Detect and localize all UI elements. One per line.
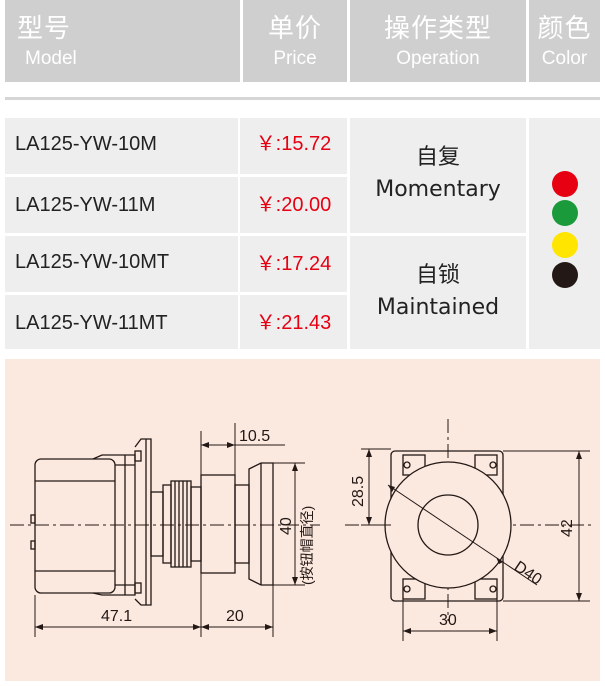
color-swatch-black	[552, 262, 578, 288]
dim-label-30: 30	[439, 612, 457, 629]
model-cell-2: LA125-YW-11M	[5, 177, 238, 233]
model-cell-4: LA125-YW-11MT	[5, 295, 238, 349]
header-price-en: Price	[273, 48, 317, 69]
header-color: 颜色 Color	[529, 0, 600, 82]
dim-label-10-5: 10.5	[239, 428, 270, 445]
dim-label-40: 40	[278, 517, 295, 535]
operation-momentary: 自复 Momentary	[350, 118, 526, 233]
color-swatch-yellow	[552, 232, 578, 258]
header-model: 型号 Model	[5, 0, 240, 82]
model-cell-1: LA125-YW-10M	[5, 118, 238, 174]
color-swatch-red	[552, 171, 578, 197]
header-operation-en: Operation	[396, 48, 480, 69]
header-color-cn: 颜色	[537, 14, 592, 44]
price-cell-1: ￥:15.72	[240, 118, 347, 174]
dim-label-28-5: 28.5	[350, 476, 367, 507]
color-swatch-green	[552, 200, 578, 226]
price-cell-3: ￥:17.24	[240, 236, 347, 292]
dim-label-47-1: 47.1	[101, 608, 132, 625]
header-color-en: Color	[541, 48, 588, 69]
dim-label-D40: D40	[511, 558, 545, 589]
operation-maintained: 自锁 Maintained	[350, 236, 526, 349]
dim-label-note: (按钮帽直径)	[299, 506, 315, 585]
header-price-cn: 单价	[267, 14, 322, 44]
header-price: 单价 Price	[243, 0, 347, 82]
operation-maintained-en: Maintained	[376, 295, 500, 320]
model-cell-3: LA125-YW-10MT	[5, 236, 238, 292]
dim-label-42: 42	[559, 519, 576, 537]
price-cell-2: ￥:20.00	[240, 177, 347, 233]
header-model-cn: 型号	[17, 14, 72, 44]
operation-maintained-cn: 自锁	[415, 263, 460, 288]
color-cell	[529, 118, 600, 349]
header-operation-cn: 操作类型	[383, 14, 492, 44]
header-operation: 操作类型 Operation	[350, 0, 526, 82]
operation-momentary-en: Momentary	[375, 177, 501, 202]
price-cell-4: ￥:21.43	[240, 295, 347, 349]
header-divider	[5, 97, 600, 100]
dimension-drawing: 10.5 47.1 20 40 (按钮帽直径) 28.5 D40 42 30	[5, 359, 600, 681]
dim-label-20: 20	[226, 608, 244, 625]
dimension-drawing-svg: 10.5 47.1 20 40 (按钮帽直径) 28.5 D40 42 30	[10, 419, 595, 641]
header-model-en: Model	[25, 48, 77, 69]
operation-momentary-cn: 自复	[415, 145, 460, 170]
